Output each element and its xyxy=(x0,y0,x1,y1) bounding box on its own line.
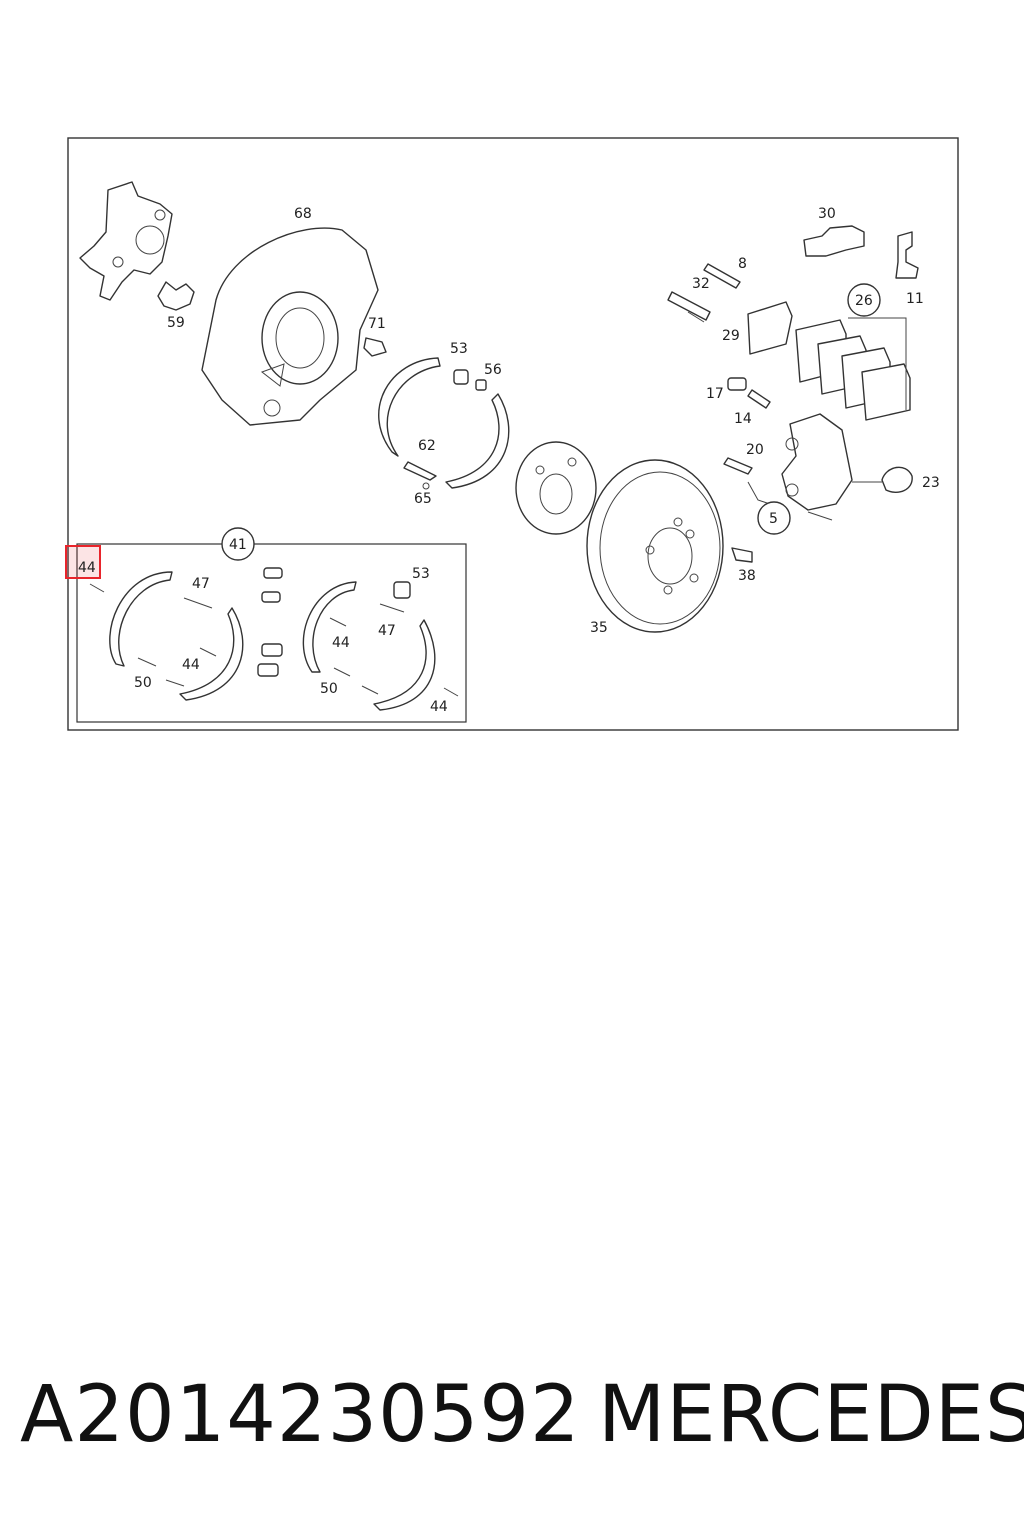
label-71: 71 xyxy=(368,316,386,332)
shoe-kit-left-pair-part xyxy=(89,567,283,701)
label-41: 41 xyxy=(229,537,247,553)
caption: A2014230592 MERCEDES xyxy=(0,1370,1024,1470)
dust-shield-68-part xyxy=(201,227,379,426)
label-20: 20 xyxy=(746,442,764,458)
bolt-71-part xyxy=(363,337,387,357)
label-17: 17 xyxy=(706,386,724,402)
bolt-8-part xyxy=(703,263,741,289)
callout-circle-41 xyxy=(221,527,255,561)
label-53-inset: 53 xyxy=(412,566,430,582)
label-53: 53 xyxy=(450,341,468,357)
label-44-right-upper: 44 xyxy=(332,635,350,651)
brake-pads-26-part xyxy=(795,317,911,421)
brand-text: MERCEDES xyxy=(598,1370,1024,1460)
label-62: 62 xyxy=(418,438,436,454)
label-59: 59 xyxy=(167,315,185,331)
label-29: 29 xyxy=(722,328,740,344)
label-68: 68 xyxy=(294,206,312,222)
bolt-14-part xyxy=(747,389,771,409)
parking-brake-shoe-upper-part xyxy=(378,357,510,490)
part-labels: 68 30 8 32 26 11 59 71 53 56 29 17 14 62… xyxy=(78,206,940,715)
clip-11-part xyxy=(895,231,919,279)
part-number-text: A2014230592 xyxy=(20,1370,581,1460)
shoe-kit-right-pair-part xyxy=(302,581,459,711)
label-56: 56 xyxy=(484,362,502,378)
sensor-32-part xyxy=(667,291,711,323)
highlight-box xyxy=(65,545,101,579)
caliper-5-part xyxy=(747,413,853,521)
brake-assembly-diagram: 68 30 8 32 26 11 59 71 53 56 29 17 14 62… xyxy=(65,137,959,731)
label-35: 35 xyxy=(590,620,608,636)
label-32: 32 xyxy=(692,276,710,292)
label-50-right: 50 xyxy=(320,681,338,697)
diagram-frame xyxy=(67,137,959,731)
label-44-left-lower: 44 xyxy=(182,657,200,673)
bolt-20-part xyxy=(723,457,753,475)
steering-knuckle-part xyxy=(79,181,173,301)
label-47-left: 47 xyxy=(192,576,210,592)
bolt-38-part xyxy=(731,547,753,563)
label-26: 26 xyxy=(855,293,873,309)
label-65: 65 xyxy=(414,491,432,507)
label-8: 8 xyxy=(738,256,747,272)
label-38: 38 xyxy=(738,568,756,584)
label-11: 11 xyxy=(906,291,924,307)
bracket-59-part xyxy=(157,281,195,311)
label-23: 23 xyxy=(922,475,940,491)
bleeder-23-part xyxy=(852,466,913,494)
callout-circle-26 xyxy=(847,283,881,317)
bushing-17-part xyxy=(727,377,747,391)
shim-29-part xyxy=(747,301,793,355)
label-47-right: 47 xyxy=(378,623,396,639)
label-44-highlighted: 44 xyxy=(78,560,96,576)
shoe-kit-inset-frame xyxy=(76,543,467,723)
pad-plate-30-part xyxy=(803,225,865,257)
label-5: 5 xyxy=(769,511,778,527)
label-44-right-lower: 44 xyxy=(430,699,448,715)
label-30: 30 xyxy=(818,206,836,222)
label-14: 14 xyxy=(734,411,752,427)
brake-disc-35-part xyxy=(586,459,724,633)
label-50-left: 50 xyxy=(134,675,152,691)
callout-circle-5 xyxy=(757,501,791,535)
wheel-hub-part xyxy=(515,441,597,535)
